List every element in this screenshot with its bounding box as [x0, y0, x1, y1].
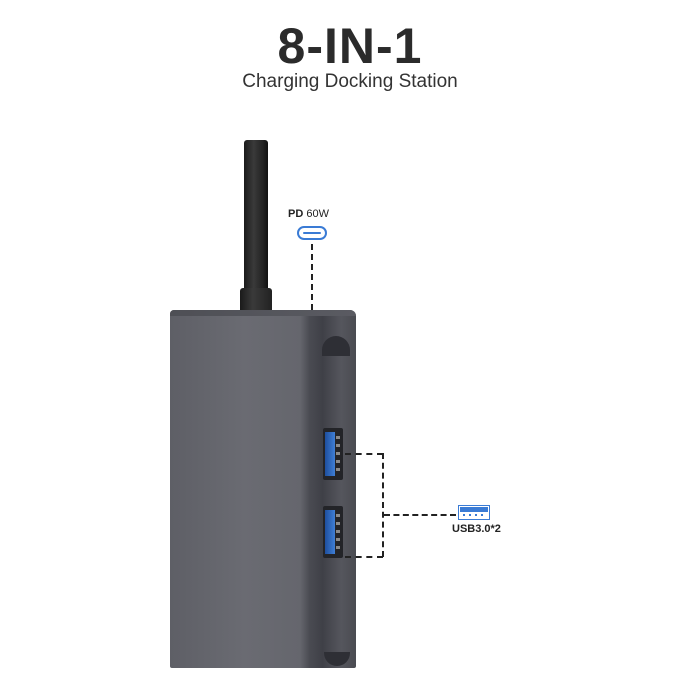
usb-leader-horizontal — [384, 514, 456, 516]
port-pins — [336, 514, 340, 550]
pd-wattage: 60W — [306, 208, 329, 220]
pd-label: PD 60W — [288, 208, 329, 220]
product-title: 8-IN-1 — [277, 18, 423, 74]
hub-groove-top — [322, 336, 350, 356]
usb-a-port-icon — [458, 505, 490, 520]
hub-top-edge — [170, 310, 356, 316]
cable-connector-boot — [240, 288, 272, 314]
usb-c-cable — [244, 140, 268, 290]
usb-a-port-2 — [323, 506, 343, 558]
hub-body — [170, 310, 356, 668]
pd-prefix: PD — [288, 208, 304, 220]
usb-leader-vertical — [382, 453, 384, 557]
usb-label: USB3.0*2 — [452, 523, 501, 535]
product-subtitle: Charging Docking Station — [242, 71, 458, 92]
usb-leader-bottom — [345, 556, 383, 558]
port-tongue — [325, 510, 335, 554]
pd-leader-line — [311, 244, 313, 310]
usb-c-port-icon — [297, 226, 327, 240]
usb-a-port-1 — [323, 428, 343, 480]
hub-groove-bottom — [324, 652, 350, 666]
port-pins — [336, 436, 340, 472]
usb-leader-top — [345, 453, 383, 455]
port-tongue — [325, 432, 335, 476]
